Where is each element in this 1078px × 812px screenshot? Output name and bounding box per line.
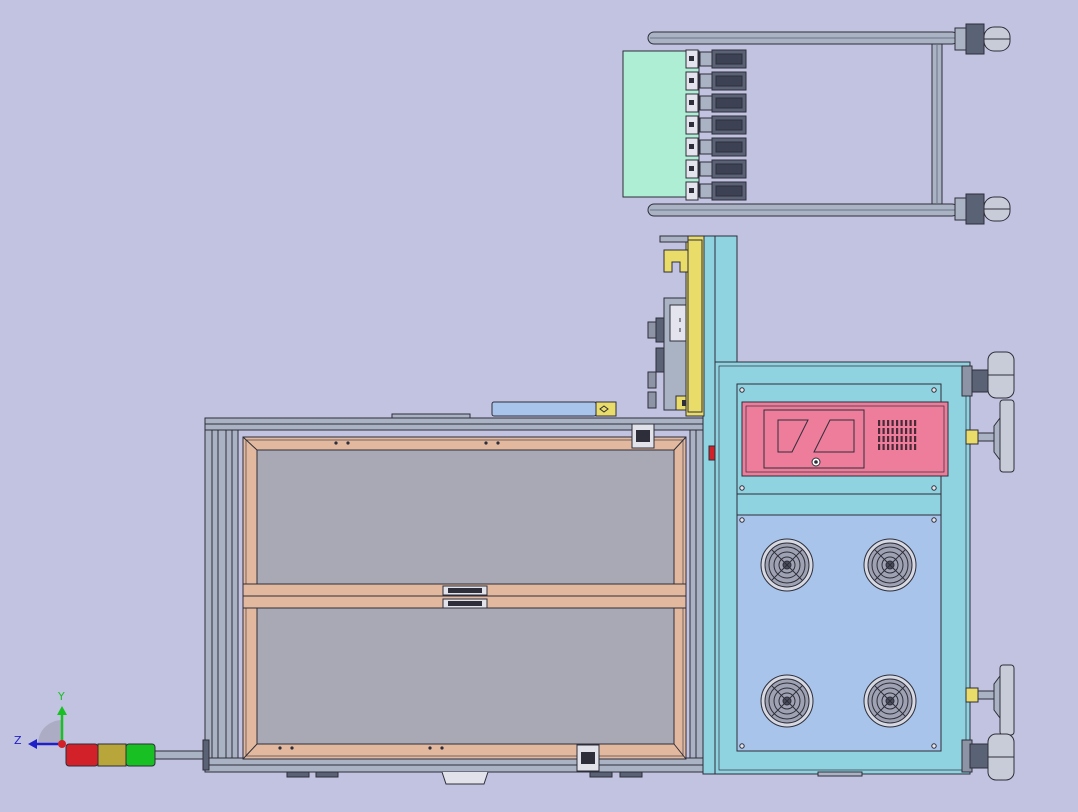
- cooling-fans: [760, 538, 917, 728]
- enclosure-left-post: [204, 429, 239, 759]
- bracket-yellow: [663, 249, 689, 273]
- stack-light-green: [125, 743, 156, 767]
- stack-light: [65, 743, 204, 767]
- enclosure: [202, 417, 704, 785]
- leveling-foot-upper: [965, 399, 1015, 473]
- cart-clamp-column: [685, 49, 747, 201]
- cart-assembly: [622, 23, 1011, 225]
- leveling-foot-lower: [965, 664, 1015, 736]
- door-screws: [278, 441, 500, 750]
- caster-wheel-top: [961, 351, 1015, 399]
- door-handles[interactable]: [442, 585, 488, 609]
- door-lower-glass[interactable]: [256, 607, 675, 745]
- cabinet-screws: [739, 387, 937, 749]
- mount-plate: [685, 235, 705, 417]
- triad-y-label: Y: [57, 690, 65, 703]
- top-rail-rod: [491, 401, 597, 417]
- door-hinges: [576, 423, 655, 772]
- coordinate-triad: Y Z: [14, 690, 67, 749]
- stack-light-red: [65, 743, 99, 767]
- enclosure-feet: [286, 771, 643, 785]
- leveling-feet: [961, 351, 1015, 781]
- door-upper-glass[interactable]: [256, 449, 675, 585]
- cart-caster-top: [954, 23, 1011, 55]
- pc-vent-grille: [878, 420, 917, 450]
- caster-wheel-bottom: [961, 733, 1015, 781]
- stack-light-yellow: [97, 743, 127, 767]
- cart-caster-bottom: [954, 193, 1011, 225]
- triad-z-label: Z: [14, 734, 22, 747]
- electrical-cabinet: [714, 361, 971, 777]
